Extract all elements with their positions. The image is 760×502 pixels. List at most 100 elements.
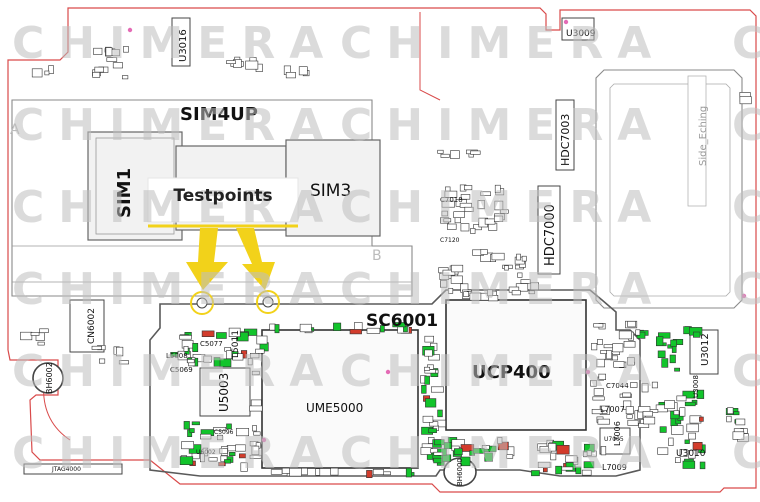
component-pad [606, 350, 612, 360]
component-pad [684, 439, 690, 444]
marker-dot [741, 293, 747, 299]
label-c5077: C5077 [200, 340, 223, 348]
label-sim3: SIM3 [310, 181, 351, 201]
component-pad [226, 60, 236, 64]
component-pad [270, 469, 283, 475]
component-pad [528, 290, 535, 295]
camera-inner [609, 83, 731, 297]
component-pad [472, 448, 485, 454]
component-pad [285, 72, 296, 79]
component-pad [679, 448, 688, 457]
label-ucp400: UCP400 [472, 362, 551, 383]
component-pad [613, 361, 625, 368]
component-pad [269, 323, 276, 331]
component-pad [424, 366, 430, 371]
watermark-text: CHIMERA [340, 182, 665, 233]
component-pad [727, 407, 734, 415]
component-pad [597, 418, 610, 425]
component-pad [191, 421, 200, 426]
component-pad [349, 329, 362, 335]
component-pad [480, 191, 491, 197]
watermark-text: CHIMERA [340, 346, 665, 397]
component-pad [252, 425, 257, 432]
component-pad [516, 253, 521, 261]
component-pad [679, 407, 686, 417]
label-c5096: C5096 [214, 429, 234, 436]
component-pad [208, 457, 218, 462]
component-pad [179, 456, 194, 466]
component-pad [659, 426, 667, 433]
label-u6002: U6002 [196, 449, 216, 456]
testpoint-arrow-right [236, 228, 275, 290]
component-pad [590, 380, 597, 387]
component-pad [434, 439, 445, 446]
label-l7007: L7007 [600, 405, 625, 414]
component-pad [219, 448, 228, 454]
component-pad [453, 448, 463, 456]
component-pad [441, 210, 448, 217]
marker-dot [385, 369, 391, 375]
component-pad [255, 348, 265, 354]
component-pad [437, 409, 443, 418]
component-pad [520, 279, 531, 284]
component-pad [676, 395, 687, 402]
component-pad [372, 468, 385, 475]
component-pad [333, 322, 342, 331]
component-pad [688, 449, 696, 459]
component-pad [618, 330, 633, 340]
component-pad [531, 470, 540, 477]
component-pad [586, 450, 592, 456]
component-pad [91, 345, 102, 350]
component-pad [598, 373, 606, 381]
component-pad [181, 441, 194, 450]
component-pad [674, 457, 681, 463]
component-pad [220, 455, 228, 462]
component-pad [735, 418, 746, 426]
component-pad [433, 457, 443, 464]
component-pad [44, 70, 50, 76]
u3016-chip [171, 17, 191, 67]
component-pad [664, 400, 675, 409]
label-l7009: L7009 [602, 463, 627, 472]
component-pad [424, 375, 430, 385]
label-hdc7003: HDC7003 [559, 114, 572, 166]
component-pad [380, 325, 385, 333]
component-pad [699, 461, 706, 470]
component-pad [642, 411, 653, 417]
component-pad [739, 96, 752, 105]
label-side-eching: Side_Eching [698, 106, 709, 166]
component-pad [657, 447, 669, 455]
component-pad [201, 330, 215, 337]
label-sim4up: SIM4UP [180, 104, 258, 125]
label-cn6002: CN6002 [87, 308, 97, 344]
component-pad [488, 294, 499, 302]
component-pad [203, 355, 212, 363]
component-pad [671, 425, 684, 435]
component-pad [630, 382, 638, 388]
component-pad [424, 349, 433, 357]
component-pad [491, 252, 505, 261]
component-pad [493, 215, 504, 222]
component-pad [575, 466, 582, 475]
component-pad [464, 206, 474, 212]
component-pad [661, 358, 669, 368]
component-pad [612, 343, 624, 353]
component-pad [668, 437, 674, 446]
component-pad [247, 358, 253, 366]
hdc7003-connector [555, 99, 575, 171]
component-pad [430, 386, 444, 393]
component-pad [366, 470, 373, 478]
component-pad [484, 452, 493, 462]
watermark-text: CHIMERA [340, 18, 665, 69]
component-pad [657, 332, 671, 339]
component-pad [240, 462, 248, 472]
component-pad [635, 329, 641, 336]
component-pad [218, 462, 226, 467]
component-pad [564, 455, 578, 463]
component-pad [494, 200, 504, 211]
component-pad [470, 150, 481, 155]
component-pad [627, 419, 639, 426]
component-pad [450, 275, 463, 284]
component-pad [187, 359, 195, 364]
